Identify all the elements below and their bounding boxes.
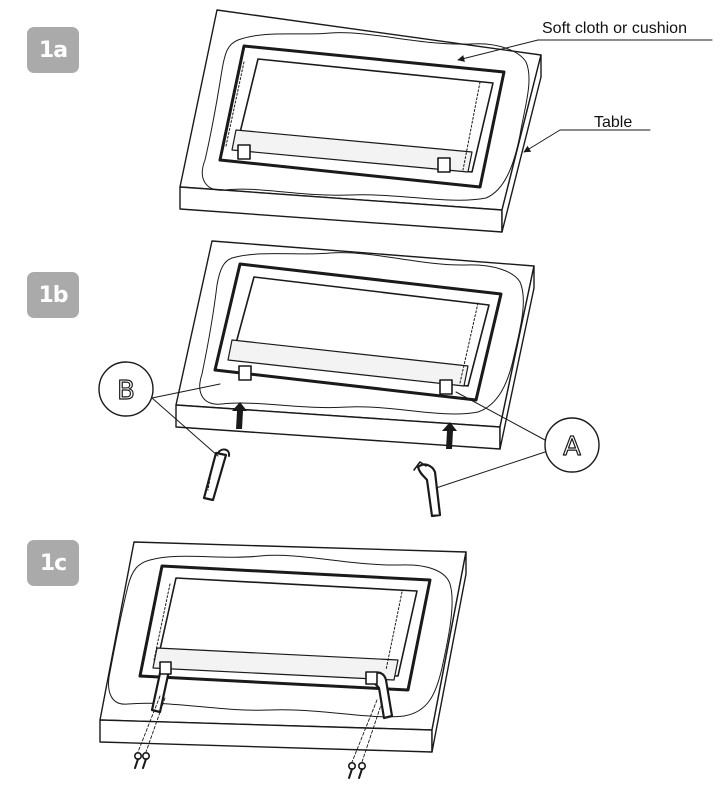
- stand-b: [202, 448, 231, 502]
- screws-left: [134, 751, 151, 769]
- label-circle-b: B: [98, 361, 221, 457]
- screw-icon: [134, 751, 143, 769]
- step-1b-illustration: B A: [98, 240, 600, 518]
- step-badge-1a: 1a: [27, 27, 79, 73]
- screw-icon: [357, 761, 366, 779]
- tv-back-1c: [138, 564, 432, 692]
- leader-lines-1a: [457, 39, 713, 153]
- callout-table: Table: [594, 114, 633, 131]
- stand-a: [413, 461, 442, 518]
- cushion-1c: [108, 554, 453, 718]
- screws-right: [347, 761, 366, 779]
- insert-arrows-1b: [232, 402, 457, 449]
- step-1a-illustration: [179, 9, 713, 233]
- tv-back-1a: [218, 44, 506, 189]
- label-circle-a: A: [435, 391, 600, 489]
- screw-icon: [347, 761, 356, 779]
- step-badge-1b: 1b: [27, 272, 79, 318]
- screw-guides-1c: [137, 695, 383, 763]
- stand-a-attached: [365, 671, 394, 720]
- label-b-text: B: [117, 376, 135, 406]
- cushion-1b: [199, 252, 524, 415]
- screw-icon: [142, 751, 151, 769]
- tv-back-1b: [213, 262, 503, 402]
- step-badge-1c: 1c: [27, 540, 79, 586]
- label-a-text: A: [563, 432, 581, 462]
- callout-soft-cloth: Soft cloth or cushion: [542, 20, 687, 37]
- cushion-1a: [201, 32, 530, 201]
- step-1c-illustration: [99, 541, 467, 779]
